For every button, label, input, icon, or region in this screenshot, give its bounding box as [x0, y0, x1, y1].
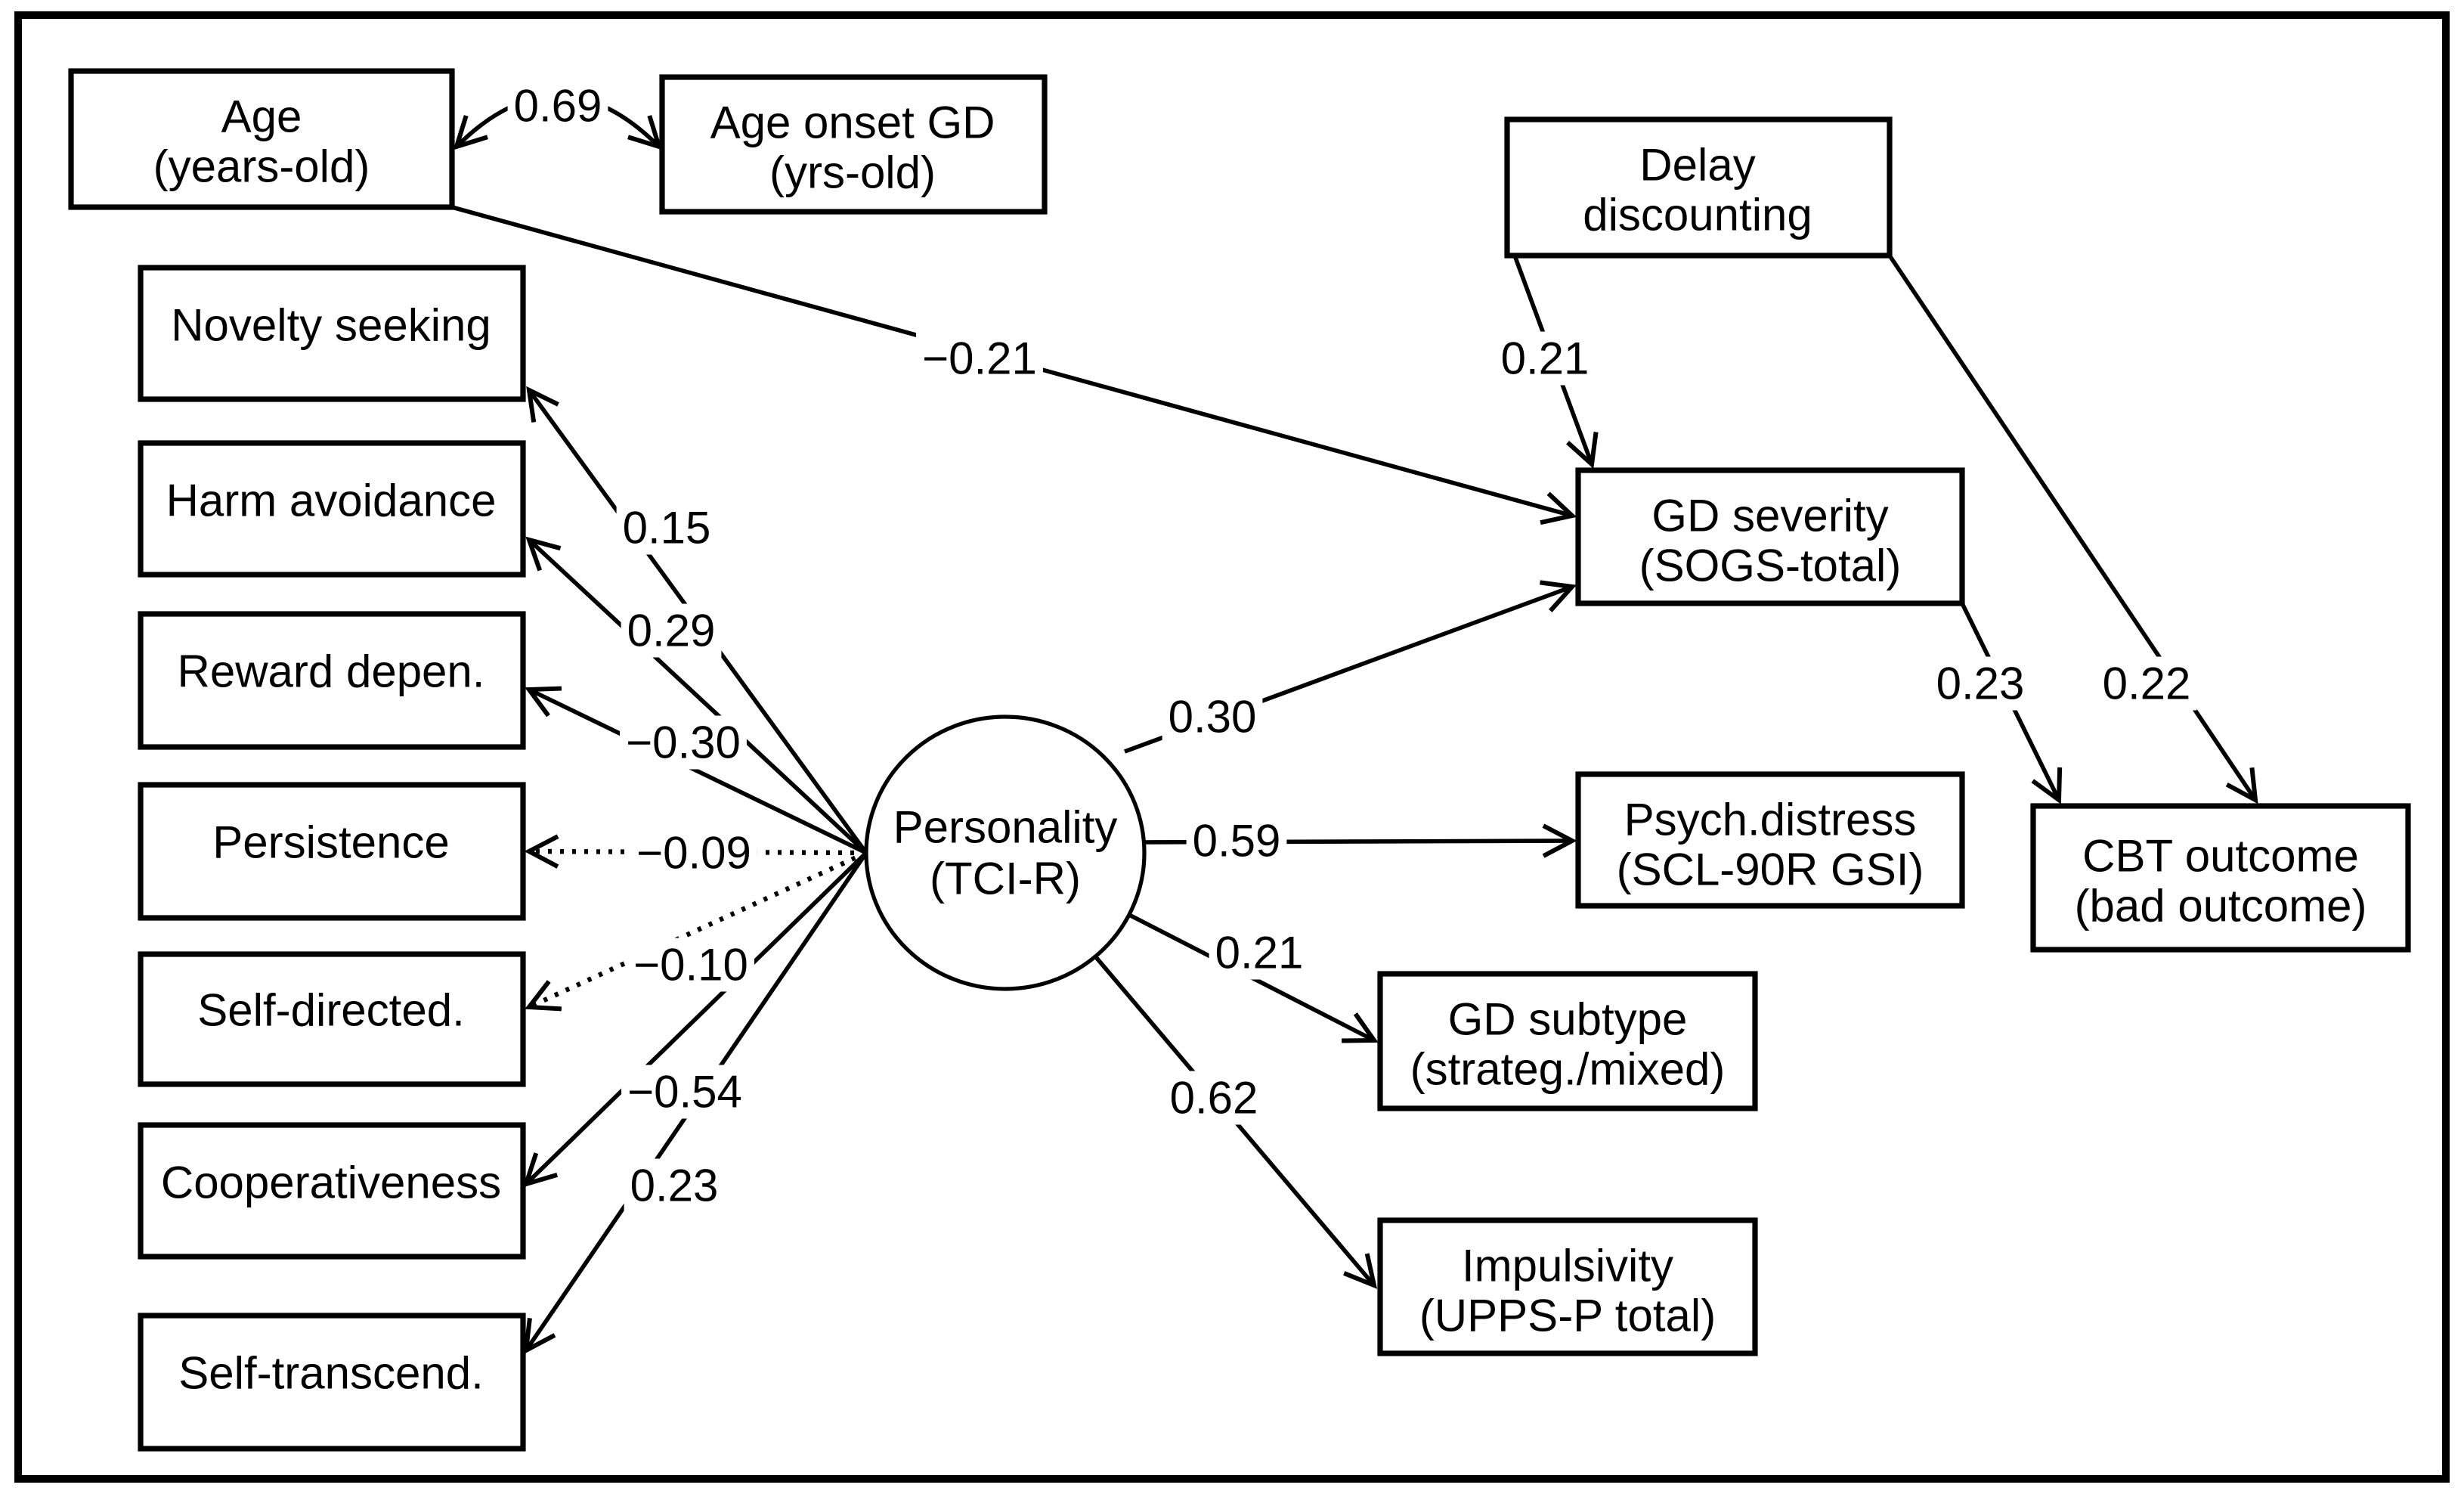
cbt-outcome-label-line1: CBT outcome [2082, 831, 2359, 882]
node-age-onset-gd: Age onset GD (yrs-old) [659, 74, 1048, 215]
novelty-seeking-box [138, 265, 526, 402]
cooperativeness-label: Cooperativeness [161, 1158, 501, 1208]
label-background [630, 826, 757, 880]
age-label-line2: (years-old) [153, 141, 370, 192]
label-background [624, 1158, 725, 1213]
delay-label-line1: Delay [1639, 140, 1755, 191]
edge-personality-to-cooperativeness [522, 851, 868, 1188]
delay-label-line2: discounting [1583, 190, 1812, 240]
gd-subtype-box [1377, 971, 1758, 1111]
label-background [1494, 331, 1596, 386]
edge-personality-to-reward-dependence [525, 686, 868, 855]
self-directedness-box [138, 951, 526, 1087]
label-background [1209, 925, 1310, 980]
cbt-outcome-label-line2: (bad outcome) [2075, 881, 2367, 931]
label-background [1163, 1071, 1265, 1125]
impulsivity-label-line2: (UPPS-P total) [1419, 1291, 1716, 1341]
node-self-transcendence: Self-transcend. [138, 1313, 526, 1452]
self-directedness-label: Self-directed. [197, 985, 465, 1036]
reward-dependence-box [138, 611, 526, 750]
novelty-seeking-label: Novelty seeking [171, 300, 491, 351]
age-onset-label-line2: (yrs-old) [769, 147, 936, 198]
node-harm-avoidance: Harm avoidance [138, 440, 526, 578]
persistence-label: Persistence [212, 817, 449, 868]
impulsivity-box [1377, 1217, 1758, 1356]
cooperativeness-box [138, 1122, 526, 1260]
label-background [621, 1065, 748, 1119]
label-background [507, 79, 608, 133]
nodes-layer: Age (years-old) Age onset GD (yrs-old) D… [68, 68, 2411, 1452]
label-background [620, 715, 747, 770]
coef-harm-avoidance: 0.29 [627, 606, 716, 656]
coef-delay-gdseverity: 0.21 [1501, 333, 1590, 384]
personality-label-line1: Personality [893, 802, 1118, 853]
harm-avoidance-label: Harm avoidance [166, 476, 497, 526]
age-onset-label-line1: Age onset GD [710, 98, 995, 148]
coef-delay-cbt: 0.22 [2103, 659, 2191, 709]
age-box [68, 68, 455, 210]
edge-personality-to-harm-avoidance [525, 536, 868, 855]
node-personality-latent: Personality (TCI-R) [864, 714, 1147, 991]
node-cooperativeness: Cooperativeness [138, 1122, 526, 1260]
age-label-line1: Age [221, 91, 302, 142]
self-transcendence-label: Self-transcend. [178, 1348, 484, 1399]
coef-age-gdseverity: −0.21 [922, 333, 1037, 384]
coef-self-transcendence: 0.23 [630, 1161, 719, 1211]
coef-personality-gdsubtype: 0.21 [1215, 928, 1304, 978]
coef-persistence: −0.09 [636, 828, 751, 879]
impulsivity-label-line1: Impulsivity [1462, 1241, 1673, 1291]
node-gd-subtype: GD subtype (strateg./mixed) [1377, 971, 1758, 1111]
coef-reward-dependence: −0.30 [626, 718, 741, 768]
edge-personality-to-persistence [524, 834, 867, 869]
reward-dependence-label: Reward depen. [178, 646, 485, 697]
figure-border [14, 11, 2450, 1483]
delay-discounting-box [1504, 116, 1893, 259]
self-transcendence-box [138, 1313, 526, 1452]
node-novelty-seeking: Novelty seeking [138, 265, 526, 402]
coef-age-ageonset: 0.69 [514, 81, 602, 132]
label-background [627, 938, 754, 992]
age-onset-gd-box [659, 74, 1048, 215]
coef-cooperativeness: −0.54 [627, 1067, 742, 1117]
label-background [1162, 690, 1263, 744]
personality-label-line2: (TCI-R) [930, 854, 1081, 904]
node-self-directedness: Self-directed. [138, 951, 526, 1087]
label-background [2096, 656, 2197, 711]
persistence-box [138, 782, 526, 921]
psych-distress-label-line2: (SCL-90R GSI) [1617, 845, 1924, 895]
psych-distress-label-line1: Psych.distress [1624, 795, 1917, 845]
gd-severity-label-line1: GD severity [1651, 491, 1888, 541]
coef-gdseverity-cbt: 0.23 [1936, 659, 2025, 709]
coef-personality-gdseverity: 0.30 [1169, 692, 1257, 742]
node-reward-dependence: Reward depen. [138, 611, 526, 750]
label-background [916, 331, 1043, 386]
gd-subtype-label-line1: GD subtype [1448, 994, 1688, 1045]
node-gd-severity: GD severity (SOGS-total) [1575, 467, 1965, 606]
label-background [621, 603, 722, 658]
harm-avoidance-box [138, 440, 526, 578]
node-persistence: Persistence [138, 782, 526, 921]
label-background [1186, 814, 1287, 868]
node-age: Age (years-old) [68, 68, 455, 210]
personality-circle [864, 714, 1147, 991]
coef-self-directedness: −0.10 [633, 940, 748, 990]
node-psych-distress: Psych.distress (SCL-90R GSI) [1575, 771, 1965, 909]
psych-distress-box [1575, 771, 1965, 909]
node-cbt-outcome: CBT outcome (bad outcome) [2030, 803, 2411, 953]
coefficient-labels-layer: 0.69 −0.21 0.21 0.22 0.23 0.15 0.29 −0.3… [507, 79, 2197, 1213]
coef-personality-psych: 0.59 [1193, 816, 1281, 866]
gd-severity-box [1575, 467, 1965, 606]
label-background [616, 501, 717, 555]
coef-novelty-seeking: 0.15 [623, 503, 711, 553]
gd-subtype-label-line2: (strateg./mixed) [1410, 1044, 1726, 1095]
cbt-outcome-box [2030, 803, 2411, 953]
label-background [1930, 656, 2031, 711]
node-delay-discounting: Delay discounting [1504, 116, 1893, 259]
edge-personality-to-self-directedness [525, 851, 868, 1012]
node-impulsivity: Impulsivity (UPPS-P total) [1377, 1217, 1758, 1356]
gd-severity-label-line2: (SOGS-total) [1639, 541, 1902, 591]
coef-personality-impulsivity: 0.62 [1170, 1073, 1258, 1124]
